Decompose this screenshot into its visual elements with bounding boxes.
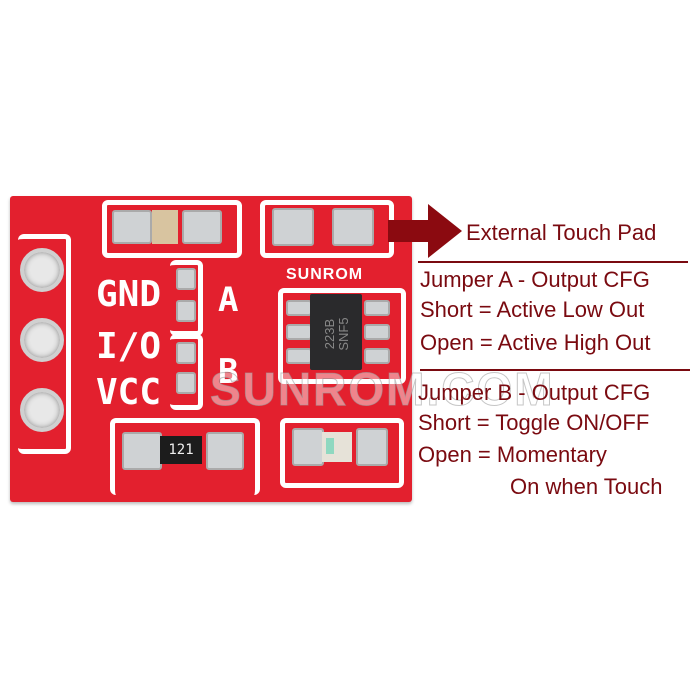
led-outline — [280, 418, 404, 488]
touchpad-pad — [332, 208, 374, 246]
jumper-a-outline — [170, 260, 203, 336]
ic-pad — [364, 300, 390, 316]
jumper-b-open-continued: On when Touch — [510, 474, 663, 499]
jumper-b-open: Open = Momentary — [418, 442, 607, 467]
touch-sensor-pcb: GND I/O VCC A B SUNROM 223B SNF5 121 — [10, 196, 412, 502]
divider — [418, 261, 688, 263]
jumper-b-title: Jumper B - Output CFG — [418, 380, 651, 405]
ic-pad — [286, 324, 312, 340]
arrow-icon — [388, 204, 462, 258]
capacitor-outline — [102, 200, 242, 258]
led-pad — [292, 428, 324, 466]
jumper-a-pad — [176, 300, 196, 322]
resistor-pad — [206, 432, 244, 470]
capacitor — [152, 210, 178, 244]
ic-marking-line1: 223B — [322, 318, 337, 350]
watermark: SUNROM.COM — [210, 363, 555, 416]
jumper-b-short: Short = Toggle ON/OFF — [418, 410, 650, 435]
pin-label-io: I/O — [96, 326, 162, 367]
ic-pad — [364, 324, 390, 340]
jumper-b-pad — [176, 342, 196, 364]
ic-marking-line2: SNF5 — [336, 317, 351, 351]
ic-pad — [286, 300, 312, 316]
jumper-a-title: Jumper A - Output CFG — [420, 267, 650, 292]
touch-pad-callout: External Touch Pad — [466, 220, 657, 245]
jumper-b-pad — [176, 372, 196, 394]
touchpad-pad — [272, 208, 314, 246]
pin-hole-vcc — [20, 388, 64, 432]
jumper-label-a: A — [218, 280, 239, 320]
pin-label-gnd: GND — [96, 274, 162, 315]
ic-pad — [364, 348, 390, 364]
jumper-a-pad — [176, 268, 196, 290]
jumper-label-b: B — [218, 352, 239, 392]
divider — [420, 369, 690, 371]
cap-pad — [112, 210, 152, 244]
cap-pad — [182, 210, 222, 244]
brand-silkscreen: SUNROM — [286, 266, 364, 283]
pin-hole-gnd — [20, 248, 64, 292]
resistor: 121 — [160, 436, 202, 464]
jumper-a-short: Short = Active Low Out — [420, 297, 645, 322]
resistor-pad — [122, 432, 162, 470]
header-outline — [18, 234, 71, 454]
jumper-a-open: Open = Active High Out — [420, 330, 651, 355]
pin-label-vcc: VCC — [96, 372, 162, 413]
pin-hole-io — [20, 318, 64, 362]
led-pad — [356, 428, 388, 466]
ic-outline — [278, 288, 406, 384]
jumper-b-outline — [170, 334, 203, 410]
resistor-outline — [110, 418, 260, 495]
touch-ic: 223B SNF5 — [310, 294, 362, 370]
led — [322, 432, 352, 462]
